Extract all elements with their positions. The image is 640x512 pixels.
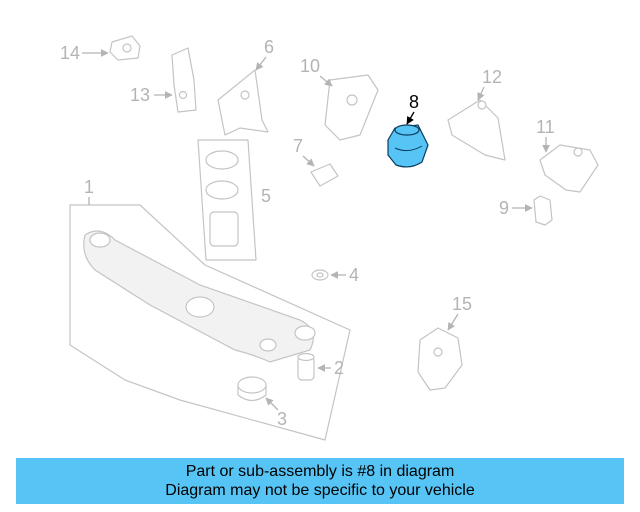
banner-line-2: Diagram may not be specific to your vehi… (165, 482, 475, 499)
callout-8: 8 (409, 92, 419, 112)
parts-diagram: 1 2 3 4 5 6 7 8 (60, 35, 599, 441)
part-15-mount[interactable] (417, 327, 463, 391)
callout-4: 4 (349, 265, 359, 285)
callout-14: 14 (60, 43, 80, 63)
part-4-washer[interactable] (311, 269, 329, 281)
part-5-mount-kit[interactable] (197, 139, 257, 261)
info-banner: Part or sub-assembly is #8 in diagram Di… (16, 458, 624, 504)
callout-12: 12 (482, 67, 502, 87)
part-7-small-mount[interactable] (310, 163, 339, 187)
callout-3: 3 (277, 409, 287, 429)
part-1-crossmember[interactable] (69, 204, 351, 441)
part-3-rubber-mount[interactable] (237, 376, 267, 402)
part-9-bushing[interactable] (533, 195, 553, 226)
callout-11: 11 (536, 117, 555, 137)
part-12-bracket[interactable] (447, 99, 506, 161)
part-11-mount[interactable] (539, 144, 599, 193)
callout-9: 9 (499, 198, 509, 218)
part-6-bracket[interactable] (217, 69, 269, 136)
part-8-engine-mount-highlighted[interactable] (387, 124, 429, 168)
part-10-bracket[interactable] (324, 74, 379, 141)
callout-5: 5 (261, 186, 271, 206)
callout-1: 1 (84, 177, 94, 197)
callout-10: 10 (300, 56, 320, 76)
banner-line-1: Part or sub-assembly is #8 in diagram (185, 463, 455, 480)
part-14-small-mount[interactable] (109, 35, 141, 61)
callout-13: 13 (130, 85, 150, 105)
callout-2: 2 (334, 358, 344, 378)
callout-15: 15 (452, 294, 472, 314)
callout-6: 6 (264, 37, 274, 57)
part-13-bracket[interactable] (171, 47, 197, 113)
callout-7: 7 (293, 136, 303, 156)
part-2-bushing[interactable] (297, 352, 315, 381)
